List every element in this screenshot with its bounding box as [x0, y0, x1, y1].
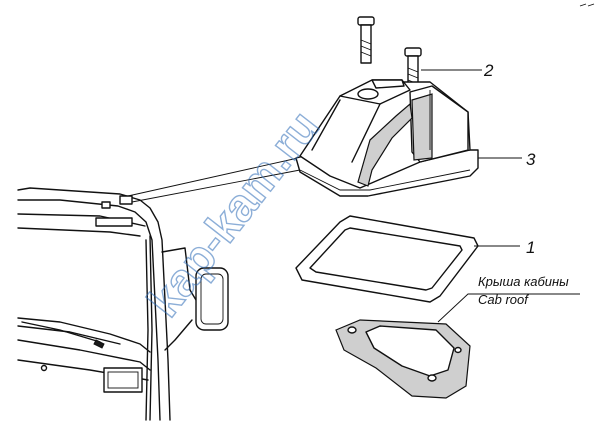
bolt-left [357, 16, 375, 64]
roof-cover-housing [295, 79, 522, 197]
roof-marker-light [95, 217, 133, 227]
callout-1: 1 [526, 238, 535, 257]
corner-mark [579, 3, 595, 7]
cab-roof-panel [335, 293, 580, 399]
watermark-logo: kap-kam.ru [137, 101, 329, 326]
callout-3: 3 [526, 150, 536, 169]
caption-roof-ru: Крыша кабины [478, 274, 569, 289]
caption-roof-en: Cab roof [478, 292, 529, 307]
callout-2: 2 [483, 61, 494, 80]
gasket [295, 215, 520, 303]
bolts [357, 16, 482, 91]
leader-line-roof [437, 293, 580, 323]
side-mirror [195, 267, 229, 331]
truck-cab [17, 157, 301, 421]
